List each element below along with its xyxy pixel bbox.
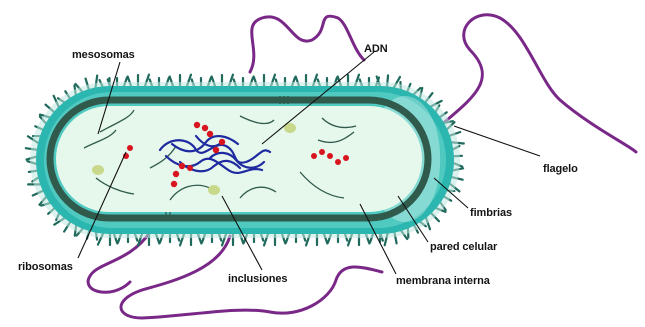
label-adn: ADN	[364, 43, 388, 55]
cytoplasm	[56, 106, 422, 212]
label-flagelo: flagelo	[543, 163, 578, 175]
flagellum-top	[250, 16, 364, 72]
label-membrana-interna: membrana interna	[396, 275, 491, 287]
label-mesosomas: mesosomas	[72, 49, 135, 61]
label-pared-celular: pared celular	[430, 241, 498, 253]
label-inclusiones: inclusiones	[228, 273, 287, 285]
label-ribosomas: ribosomas	[18, 261, 73, 273]
label-fimbrias: fimbrias	[470, 207, 512, 219]
